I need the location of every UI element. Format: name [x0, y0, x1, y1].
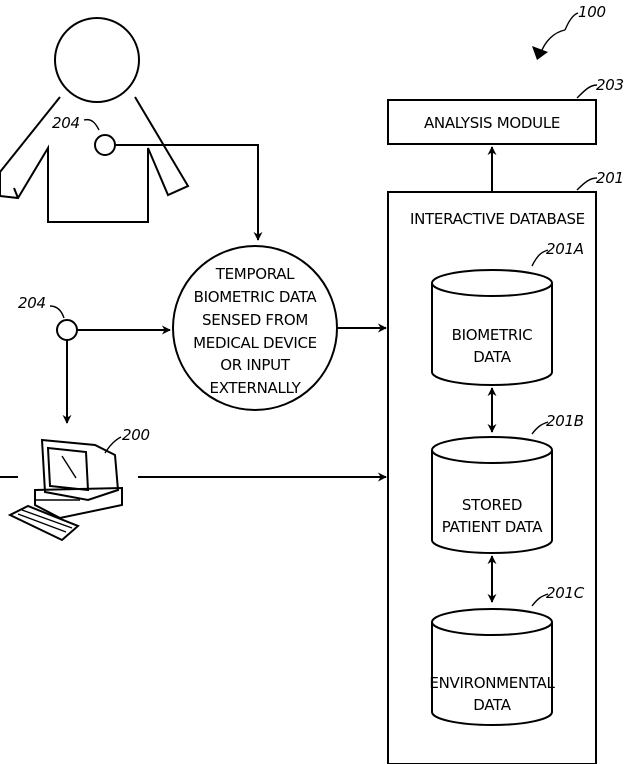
- body-sensor: 204: [52, 114, 115, 155]
- stored-patient-data-line-2: PATIENT DATA: [442, 518, 543, 536]
- stored-patient-data-store: STORED PATIENT DATA 201B: [432, 412, 584, 553]
- analysis-module-label: ANALYSIS MODULE: [424, 114, 560, 132]
- temporal-line-2: BIOMETRIC DATA: [194, 288, 318, 306]
- external-sensor: 204: [18, 294, 77, 340]
- biometric-data-ref: 201A: [546, 240, 584, 258]
- temporal-line-5: OR INPUT: [220, 356, 291, 374]
- computer-ref: 200: [122, 426, 150, 444]
- temporal-line-4: MEDICAL DEVICE: [193, 334, 317, 352]
- patient-figure: [0, 18, 188, 222]
- environmental-data-line-2: DATA: [473, 696, 511, 714]
- analysis-module-ref: 203: [596, 76, 624, 94]
- stored-patient-data-ref: 201B: [546, 412, 584, 430]
- stored-patient-data-line-1: STORED: [462, 496, 522, 514]
- biometric-data-line-1: BIOMETRIC: [452, 326, 533, 344]
- figure-number-label: 100: [578, 3, 606, 21]
- biometric-data-store: BIOMETRIC DATA 201A: [432, 240, 584, 385]
- environmental-data-store: ENVIRONMENTAL DATA 201C: [429, 584, 584, 725]
- interactive-database-title: INTERACTIVE DATABASE: [410, 210, 585, 228]
- temporal-line-1: TEMPORAL: [215, 265, 295, 283]
- interactive-database-ref: 201: [596, 169, 624, 187]
- figure-number: 100: [532, 3, 606, 60]
- environmental-data-line-1: ENVIRONMENTAL: [429, 674, 555, 692]
- analysis-module: ANALYSIS MODULE 203: [388, 76, 624, 144]
- connector-body-to-temporal: [115, 145, 258, 240]
- external-sensor-ref: 204: [18, 294, 46, 312]
- environmental-data-ref: 201C: [546, 584, 585, 602]
- temporal-circle: TEMPORAL BIOMETRIC DATA SENSED FROM MEDI…: [173, 246, 337, 410]
- temporal-line-6: EXTERNALLY: [210, 379, 302, 397]
- biometric-data-line-2: DATA: [473, 348, 511, 366]
- temporal-line-3: SENSED FROM: [202, 311, 308, 329]
- computer-icon: 200: [10, 426, 150, 540]
- body-sensor-ref: 204: [52, 114, 80, 132]
